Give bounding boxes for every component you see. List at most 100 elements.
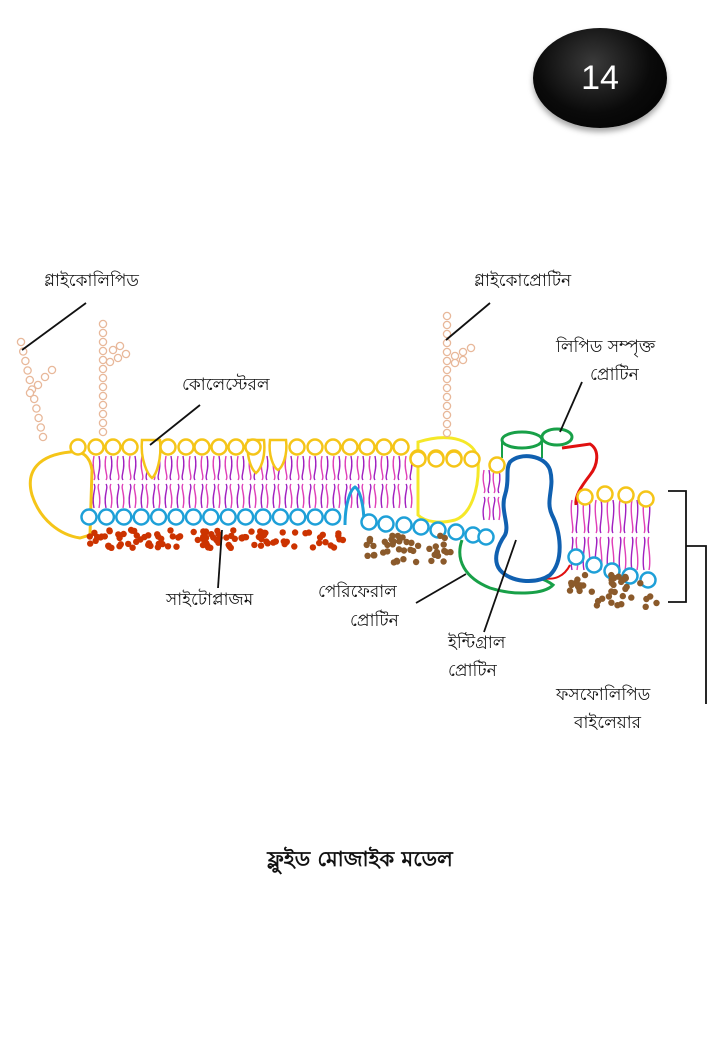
cytoplasm-granule: [628, 594, 635, 601]
lipid-tail: [356, 455, 360, 481]
lipid-tail: [337, 483, 341, 509]
cytoplasm-granule: [272, 538, 279, 545]
cytoplasm-granule: [279, 529, 286, 536]
sugar-unit: [98, 382, 108, 392]
lipid-tail: [404, 483, 408, 509]
cytoplasm-granule: [647, 593, 654, 600]
lipid-tail: [618, 499, 622, 534]
lipid-head: [617, 486, 635, 504]
cytoplasm-granule: [169, 533, 176, 540]
lipid-head: [177, 438, 195, 456]
lipid-tail: [236, 455, 240, 481]
sugar-unit: [442, 329, 452, 339]
lipid-tail: [301, 455, 305, 481]
lipid-head: [202, 508, 220, 526]
lipid-head: [477, 528, 495, 546]
lipid-tail: [618, 536, 622, 571]
lipid-head: [104, 438, 122, 456]
lipid-head: [395, 516, 413, 534]
sugar-unit: [442, 347, 452, 357]
cytoplasm-granule: [106, 528, 113, 535]
cytoplasm-granule: [327, 542, 334, 549]
lipid-head: [639, 571, 657, 589]
sugar-unit: [98, 409, 108, 419]
leader-glycoprotein: [445, 302, 491, 341]
lipid-tail: [164, 483, 168, 509]
lipid-tail: [128, 483, 132, 509]
lipid-head: [193, 438, 211, 456]
sugar-unit: [98, 355, 108, 365]
cytoplasm-granule: [408, 539, 415, 546]
cytoplasm-granule: [403, 538, 410, 546]
cytoplasm-granule: [370, 542, 377, 550]
cytoplasm-granule: [155, 533, 162, 540]
lipid-tail: [265, 483, 269, 509]
cytoplasm-granule: [200, 528, 207, 535]
cytoplasm-granule: [440, 558, 447, 565]
label-glycoprotein: গ্লাইকোপ্রোটিন: [474, 270, 572, 291]
lipid-tail: [492, 496, 496, 521]
sugar-unit: [113, 353, 123, 363]
cytoplasm-granule: [207, 544, 214, 551]
sugar-unit: [442, 320, 452, 330]
cytoplasm-granules: [86, 526, 660, 610]
sugar-unit: [442, 419, 452, 429]
cytoplasm-granule: [366, 535, 374, 543]
phospholipid-heads-inner: [80, 508, 657, 589]
label-glycolipid: গ্লাইকোলিপিড: [44, 270, 139, 291]
cytoplasm-granule: [608, 571, 615, 579]
lipid-head: [445, 450, 463, 468]
lipid-tail: [121, 455, 125, 481]
cytoplasm-granule: [145, 532, 152, 539]
bilayer-bracket: [668, 490, 707, 704]
lipid-tail: [169, 455, 173, 481]
cytoplasm-granule: [433, 549, 441, 556]
lipid-tail: [337, 455, 341, 481]
lipid-tail: [492, 469, 496, 494]
sugar-unit: [98, 427, 108, 437]
lipid-tail: [635, 499, 639, 534]
lipid-tail: [289, 483, 293, 509]
lipid-tail: [97, 455, 101, 481]
cytoplasm-granule: [129, 544, 136, 551]
sugar-unit: [36, 423, 46, 432]
cytoplasm-granule: [407, 546, 414, 553]
cytoplasm-granule: [228, 532, 235, 540]
lipid-tail: [133, 483, 137, 509]
cytoplasm-granule: [227, 544, 234, 551]
label-lipid-protein-line2: প্রোটিন: [590, 364, 640, 385]
lipid-head: [463, 450, 481, 468]
sugar-unit: [98, 400, 108, 410]
lipid-tail: [272, 483, 276, 509]
lipid-tail: [397, 455, 401, 481]
lipid-head: [375, 438, 393, 456]
cytoplasm-granule: [190, 528, 197, 536]
cytoplasm-granule: [87, 540, 94, 547]
lipid-tail: [373, 455, 377, 481]
lipid-tail: [570, 499, 574, 534]
lipid-tail: [284, 483, 288, 509]
lipid-tail: [647, 536, 651, 571]
lipid-tail: [229, 483, 233, 509]
cytoplasm-granule: [619, 592, 626, 600]
cholesterol-molecule: [140, 438, 162, 480]
lipid-tail: [176, 483, 180, 509]
lipid-tail: [373, 483, 377, 509]
lipid-tail: [97, 483, 101, 509]
lipid-tail: [164, 455, 168, 481]
cytoplasm-granule: [412, 558, 420, 566]
page-number: 14: [581, 58, 619, 97]
sugar-unit: [450, 351, 460, 361]
cytoplasm-granule: [133, 538, 140, 545]
protein-cap-wall: [501, 440, 543, 458]
sugar-unit: [442, 311, 452, 321]
cytoplasm-granule: [154, 544, 162, 551]
lipid-tail: [623, 499, 627, 534]
lipid-tail: [409, 483, 413, 509]
lipid-tail: [128, 455, 132, 481]
lipid-tail: [606, 499, 610, 534]
leader-glycolipid: [21, 302, 87, 351]
cytoplasm-granule: [426, 545, 433, 552]
lipid-tail: [368, 455, 372, 481]
lipid-tail: [313, 483, 317, 509]
